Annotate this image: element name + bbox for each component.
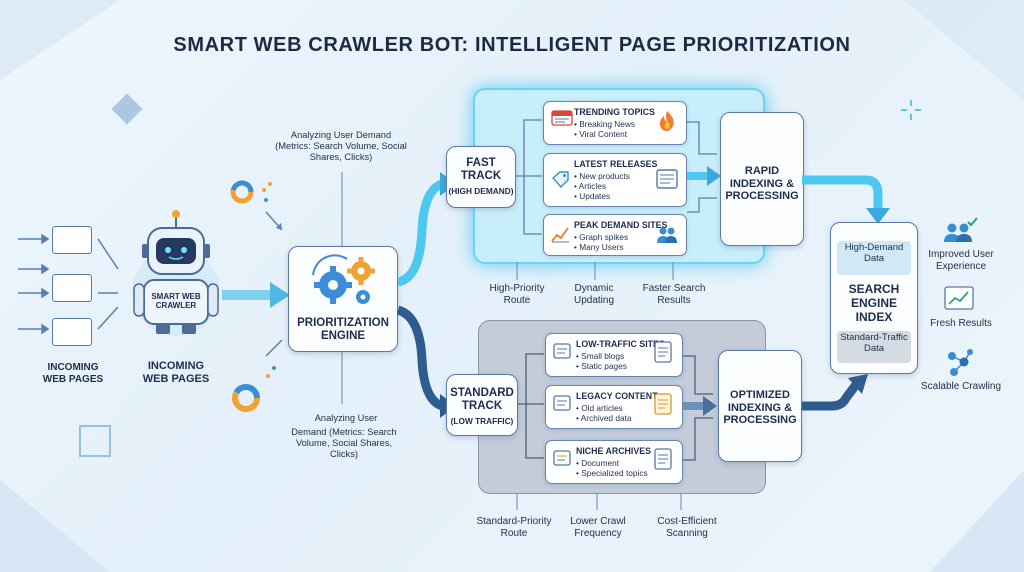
arrow-bot-to-engine [222,282,290,308]
gears-icon [312,254,375,304]
card-items: Breaking NewsViral Content [574,119,635,139]
optimized-indexing-label: OPTIMIZED INDEXING & PROCESSING [723,389,797,427]
card-item: Specialized topics [576,468,647,478]
card-title: PEAK DEMAND SITES [574,220,668,230]
fast-merge-arrows [687,121,721,213]
web-page-icon [553,395,571,411]
card-item: Many Users [574,242,628,252]
standard-caption: Cost-Efficient Scanning [657,516,717,539]
engine-bottom-note-body: Demand (Metrics: Search Volume, Social S… [291,427,397,460]
rapid-indexing-box: RAPID INDEXING & PROCESSING [720,112,804,246]
card-title: TRENDING TOPICS [574,107,655,117]
index-arrows [802,175,890,411]
note-connector [341,348,343,404]
web-page-icon [553,343,571,359]
web-page-icon [52,318,92,346]
fast-caption: Faster Search Results [642,283,706,306]
diagram-title: SMART WEB CRAWLER BOT: INTELLIGENT PAGE … [173,34,851,56]
card-items: Old articlesArchived data [576,403,632,423]
caption-connectors [516,262,674,280]
card-item: New products [574,171,630,181]
benefit-label: Improved User Experience [928,249,994,272]
decor-dots [230,180,283,412]
optimized-indexing-box: OPTIMIZED INDEXING & PROCESSING [718,350,802,462]
card-item: Viral Content [574,129,635,139]
archive-document-icon [654,393,672,415]
card-trending-topics: TRENDING TOPICS Breaking NewsViral Conte… [543,101,687,145]
card-title: LATEST RELEASES [574,159,658,169]
card-item: Old articles [576,403,632,413]
benefit-label: Scalable Crawling [920,381,1002,392]
card-items: Small blogsStatic pages [576,351,627,371]
bot-caption: INCOMING WEB PAGES [142,360,210,385]
card-item: Static pages [576,361,627,371]
robot-chest-label: SMART WEB CRAWLER [151,292,201,311]
fast-caption: High-Priority Route [489,283,545,306]
note-connector [341,172,343,248]
caption-connectors [516,494,682,510]
fast-branch-lines [516,119,542,235]
standard-track-sub: (LOW TRAFFIC) [450,416,514,426]
standard-caption: Standard-Priority Route [476,516,552,539]
standard-branch-lines [518,353,544,459]
card-item: Document [576,458,648,468]
card-items: Graph spikesMany Users [574,232,628,252]
engine-bottom-note-head: Analyzing User [314,413,378,423]
card-title: NICHE ARCHIVES [576,446,651,456]
fast-caption: Dynamic Updating [573,283,615,306]
card-title: LEGACY CONTENT [576,391,658,401]
incoming-arrows [18,233,119,335]
web-page-icon [52,274,92,302]
fast-track-box: FAST TRACK (HIGH DEMAND) [446,146,516,208]
card-item: Small blogs [576,351,627,361]
network-icon [948,349,973,376]
benefit-label: Fresh Results [930,318,992,329]
web-page-icon [52,226,92,254]
card-items: DocumentSpecialized topics [576,458,648,478]
standard-traffic-data: Standard-Traffic Data [837,331,911,363]
card-title: LOW-TRAFFIC SITES [576,339,665,349]
card-peak-demand: PEAK DEMAND SITES Graph spikesMany Users [543,214,687,256]
flame-icon [659,111,674,131]
users-check-icon [944,217,978,242]
card-item: Archived data [576,413,632,423]
incoming-label: INCOMING WEB PAGES [42,362,104,385]
document-icon [656,169,678,189]
chart-spike-icon [551,227,569,243]
fresh-chart-icon [944,286,974,310]
robot-icon [132,210,220,336]
search-engine-index: High-Demand Data SEARCH ENGINE INDEX Sta… [830,222,918,374]
web-page-icon [553,450,571,466]
rapid-indexing-label: RAPID INDEXING & PROCESSING [725,165,799,203]
card-item: Articles [574,181,630,191]
document-icon [654,341,672,363]
card-item: Graph spikes [574,232,628,242]
news-icon [551,110,573,126]
standard-merge-arrows [683,355,717,461]
card-latest-releases: LATEST RELEASES New productsArticlesUpda… [543,153,687,207]
fast-track-title: FAST TRACK [460,157,502,183]
card-legacy-content: LEGACY CONTENT Old articlesArchived data [545,385,683,429]
card-items: New productsArticlesUpdates [574,171,630,201]
high-demand-data: High-Demand Data [837,241,911,275]
card-item: Updates [574,191,630,201]
engine-label: PRIORITIZATION ENGINE [297,317,389,343]
document-icon [654,448,672,470]
index-label: SEARCH ENGINE INDEX [848,282,900,324]
standard-caption: Lower Crawl Frequency [570,516,626,539]
tag-icon [552,171,569,188]
standard-track-title: STANDARD TRACK [450,387,514,413]
engine-top-note: Analyzing User Demand (Metrics: Search V… [275,130,407,163]
users-icon [657,227,677,243]
card-niche-archives: NICHE ARCHIVES DocumentSpecialized topic… [545,440,683,484]
fast-track-sub: (HIGH DEMAND) [448,186,514,196]
prioritization-engine: PRIORITIZATION ENGINE [288,246,398,352]
card-low-traffic: LOW-TRAFFIC SITES Small blogsStatic page… [545,333,683,377]
standard-track-box: STANDARD TRACK (LOW TRAFFIC) [446,374,518,436]
card-item: Breaking News [574,119,635,129]
